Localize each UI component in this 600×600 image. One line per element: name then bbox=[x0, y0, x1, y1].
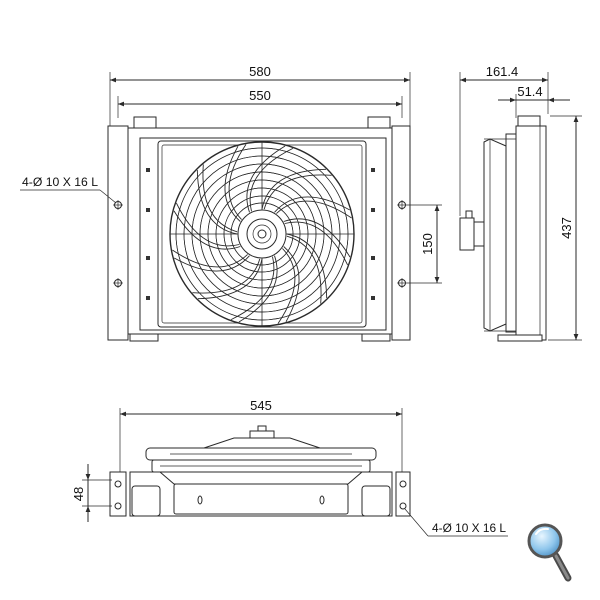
bottom-fan-cone bbox=[203, 437, 321, 449]
dimension-label-51-4: 51.4 bbox=[517, 84, 542, 99]
bottom-mount-hole bbox=[114, 480, 122, 488]
screw bbox=[146, 296, 150, 300]
mount-hole bbox=[113, 200, 123, 210]
magnifier-icon[interactable] bbox=[527, 523, 572, 582]
side-motor-terminal bbox=[465, 210, 473, 219]
side-motor-mount bbox=[473, 221, 485, 247]
fan-blade bbox=[230, 256, 275, 321]
dimension-body-depth: 51.4 bbox=[498, 84, 570, 118]
bottom-mount-hole bbox=[399, 480, 407, 488]
screw bbox=[371, 168, 375, 172]
screw bbox=[371, 296, 375, 300]
dimension-overall-depth: 161.4 bbox=[459, 64, 549, 216]
screw bbox=[371, 208, 375, 212]
fan-blade bbox=[228, 144, 247, 220]
fan-blade bbox=[286, 233, 328, 299]
bottom-motor bbox=[249, 430, 275, 439]
fan-blade bbox=[277, 248, 296, 324]
core-panel bbox=[139, 137, 387, 331]
fan-blade bbox=[274, 196, 351, 213]
dimension-label-580: 580 bbox=[249, 64, 271, 79]
fan-blade bbox=[261, 168, 327, 210]
bottom-mount-hole bbox=[114, 502, 122, 510]
bottom-motor-cap bbox=[257, 425, 267, 432]
fan-blade bbox=[263, 174, 332, 210]
bottom-bracket-right bbox=[395, 471, 411, 517]
fan-blade bbox=[192, 258, 261, 294]
side-back-panel bbox=[505, 133, 517, 333]
screw bbox=[371, 256, 375, 260]
dimension-overall-height: 437 bbox=[548, 115, 582, 341]
bottom-side-block-right bbox=[361, 485, 391, 517]
fan-blade bbox=[249, 147, 294, 212]
dimension-label-48: 48 bbox=[71, 487, 86, 501]
fan-blade bbox=[283, 218, 351, 258]
side-top-tab bbox=[517, 115, 541, 127]
panel-screws bbox=[146, 168, 375, 300]
hole-callout-text: 4-Ø 10 X 16 L bbox=[22, 175, 98, 189]
bottom-body-chamfer bbox=[158, 471, 364, 485]
fan-blade bbox=[283, 246, 300, 323]
side-fan-shroud bbox=[483, 138, 507, 332]
fan-blade bbox=[196, 169, 238, 235]
right-mounting-bracket bbox=[391, 125, 411, 341]
dimension-label-545: 545 bbox=[250, 398, 272, 413]
dimension-overall-width: 580 bbox=[109, 64, 411, 126]
hole-callout-text: 4-Ø 10 X 16 L bbox=[432, 521, 506, 535]
fan-hub bbox=[237, 209, 287, 259]
fan-shroud-outer bbox=[157, 140, 367, 328]
mount-hole bbox=[397, 278, 407, 288]
front-view: 580 550 bbox=[20, 64, 442, 342]
hole-callout-bottom: 4-Ø 10 X 16 L bbox=[404, 508, 508, 537]
screw bbox=[146, 256, 150, 260]
fan-blade bbox=[173, 255, 250, 272]
dimension-label-150: 150 bbox=[420, 233, 435, 255]
fan-blade bbox=[276, 200, 352, 219]
side-body-block bbox=[515, 125, 547, 341]
fan-blade bbox=[246, 145, 286, 213]
bottom-mount-hole bbox=[399, 502, 407, 510]
fan-blade bbox=[284, 221, 349, 266]
dimension-label-550: 550 bbox=[249, 88, 271, 103]
screw bbox=[146, 208, 150, 212]
fan-blade bbox=[202, 164, 238, 233]
top-tab-left bbox=[133, 116, 157, 129]
bottom-slot bbox=[197, 495, 203, 505]
bottom-body-face bbox=[173, 483, 349, 515]
top-tab-right bbox=[367, 116, 391, 129]
mount-hole bbox=[113, 278, 123, 288]
side-bottom-tab bbox=[497, 334, 543, 342]
bottom-side-block-left bbox=[131, 485, 161, 517]
bottom-tab-right bbox=[361, 333, 391, 342]
fan-blade bbox=[175, 202, 240, 247]
fan-blade bbox=[286, 235, 322, 304]
bottom-body bbox=[129, 471, 393, 517]
side-fan-motor bbox=[459, 217, 475, 251]
fan-blade bbox=[197, 258, 263, 300]
dimension-bottom-width: 545 bbox=[119, 398, 403, 478]
dimension-label-161-4: 161.4 bbox=[486, 64, 519, 79]
fan-blade bbox=[224, 145, 241, 222]
dimension-hole-span: 550 bbox=[117, 88, 403, 118]
bottom-bracket-left bbox=[109, 471, 127, 517]
fan-blade bbox=[172, 249, 248, 268]
bottom-slot bbox=[319, 495, 325, 505]
dimension-label-437: 437 bbox=[559, 217, 574, 239]
fan-blade bbox=[238, 255, 278, 323]
dimension-hole-spacing: 150 bbox=[407, 204, 442, 284]
hole-callout-front: 4-Ø 10 X 16 L bbox=[20, 175, 117, 204]
bottom-view: 545 48 bbox=[71, 398, 508, 537]
bottom-tab-left bbox=[129, 333, 159, 342]
screw bbox=[146, 168, 150, 172]
side-view: 161.4 51.4 437 bbox=[459, 64, 582, 342]
fan-blade bbox=[173, 210, 241, 250]
left-mounting-bracket bbox=[107, 125, 129, 341]
mount-hole bbox=[397, 200, 407, 210]
dimension-bracket-hole-spacing: 48 bbox=[71, 464, 112, 522]
